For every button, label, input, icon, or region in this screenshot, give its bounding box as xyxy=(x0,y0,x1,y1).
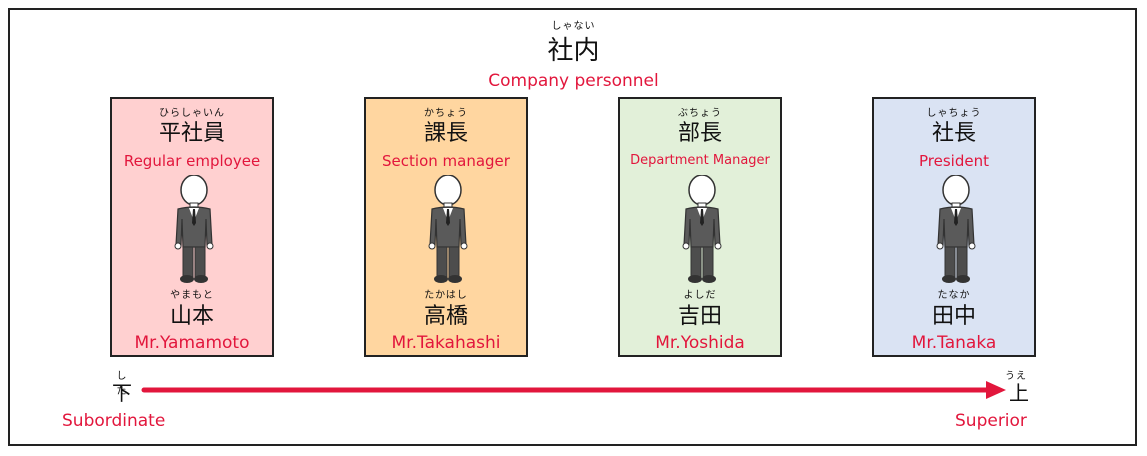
role-ruby: ぶちょう xyxy=(677,108,723,119)
title-kanji: 社内 xyxy=(547,36,600,66)
card-regular-employee: ひらしゃいん 平社員 Regular employee やまもと 山本 Mr.Y… xyxy=(110,97,274,357)
superior-ruby: うえ xyxy=(1005,371,1027,382)
name-kanji: 田中 xyxy=(931,304,976,329)
card-president: しゃちょう 社長 President たなか 田中 Mr.Tanaka xyxy=(872,97,1036,357)
role-english: Department Manager xyxy=(630,153,770,168)
role-ruby: しゃちょう xyxy=(926,108,982,119)
subordinate-ruby: した xyxy=(116,371,128,397)
title-ruby: しゃない xyxy=(551,21,596,32)
name-english: Mr.Yoshida xyxy=(655,333,745,353)
name-english: Mr.Takahashi xyxy=(391,333,501,353)
name-ruby: よしだ xyxy=(683,290,717,301)
name-kanji: 山本 xyxy=(169,304,214,329)
role-english: President xyxy=(919,152,989,170)
name-ruby: たなか xyxy=(937,290,971,301)
businessman-icon xyxy=(169,174,219,285)
name-kanji: 高橋 xyxy=(423,304,468,329)
role-english: Regular employee xyxy=(123,152,261,170)
role-ruby: ひらしゃいん xyxy=(159,108,225,119)
name-kanji: 吉田 xyxy=(677,304,722,329)
superior-kanji: 上 xyxy=(1009,381,1029,405)
card-section-manager: かちょう 課長 Section manager たかはし 高橋 Mr.Takah… xyxy=(364,97,528,357)
role-kanji: 部長 xyxy=(677,121,722,146)
role-kanji: 社長 xyxy=(931,121,976,146)
subordinate-label: Subordinate xyxy=(62,411,166,431)
card-department-manager: ぶちょう 部長 Department Manager よしだ 吉田 Mr.Yos… xyxy=(618,97,782,357)
businessman-icon xyxy=(931,174,981,285)
title-english: Company personnel xyxy=(488,71,659,91)
businessman-icon xyxy=(423,174,473,285)
role-english: Section manager xyxy=(382,152,510,170)
role-kanji: 課長 xyxy=(423,121,468,146)
name-ruby: やまもと xyxy=(170,290,214,301)
businessman-icon xyxy=(677,174,727,285)
role-kanji: 平社員 xyxy=(158,121,225,146)
arrow-right-icon xyxy=(141,381,1006,399)
name-english: Mr.Yamamoto xyxy=(134,333,250,353)
superior-label: Superior xyxy=(955,411,1027,431)
role-ruby: かちょう xyxy=(424,108,468,119)
subordinate-kanji: 下 xyxy=(112,381,132,405)
name-english: Mr.Tanaka xyxy=(911,333,997,353)
name-ruby: たかはし xyxy=(424,290,468,301)
